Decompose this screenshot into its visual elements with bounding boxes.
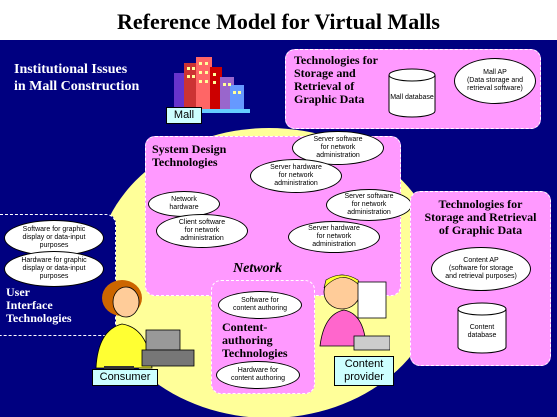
consumer-label: Consumer (92, 369, 158, 386)
bubble-line: for network (351, 201, 387, 208)
bubble-line: display or data-input (22, 265, 86, 272)
institutional-issues-heading: Institutional Issues in Mall Constructio… (14, 61, 139, 95)
bubble-line: display or data-input (22, 234, 86, 241)
mall-database-icon: Mall database (388, 68, 436, 118)
bubble-line: purposes (39, 242, 69, 249)
authoring-heading-line: Technologies (222, 346, 288, 360)
bubble-line: Mall AP (483, 69, 507, 76)
server-software-bubble-2: Server software for network administrati… (326, 189, 412, 221)
content-database-icon: Content database (457, 302, 507, 354)
server-hardware-bubble: Server hardware for network administrati… (250, 159, 342, 193)
bubble-line: Server hardware (270, 164, 322, 171)
mall-buildings-icon (170, 57, 250, 113)
bubble-line: retrieval software) (467, 85, 523, 92)
content-provider-figure-icon (319, 274, 390, 351)
bubble-line: Hardware for (237, 367, 279, 374)
storage-right-heading-line: Technologies for (438, 197, 523, 211)
storage-top-heading-line: Retrieval of (294, 79, 355, 93)
bubble-line: Software for graphic (22, 226, 86, 233)
institutional-line-1: Institutional Issues (14, 62, 128, 77)
bubble-line: Network (171, 196, 197, 203)
content-provider-label: Content provider (334, 356, 394, 386)
server-hardware-bubble-2: Server hardware for network administrati… (288, 221, 380, 253)
content-authoring-heading: Content- authoring Technologies (222, 321, 288, 360)
mall-label: Mall (166, 107, 202, 124)
bubble-line: content authoring (232, 305, 288, 312)
ui-heading-line: Technologies (6, 311, 72, 325)
bubble-line: for network (320, 144, 356, 151)
authoring-heading-line: Content- (222, 320, 268, 334)
bubble-line: hardware (169, 204, 199, 211)
system-design-heading-line: Technologies (152, 155, 218, 169)
bubble-line: Server software (344, 193, 394, 200)
bubble-line: (software for storage (448, 265, 514, 272)
ui-heading-line: User (6, 285, 30, 299)
system-design-heading-line: System Design (152, 142, 227, 156)
consumer-figure-icon (95, 280, 195, 376)
institutional-line-2: in Mall Construction (14, 79, 140, 94)
provider-label-line: provider (344, 371, 384, 383)
authoring-software-bubble: Software for content authoring (218, 291, 302, 319)
bubble-line: (Data storage and (466, 77, 524, 84)
bubble-line: administration (347, 209, 391, 216)
bubble-line: for network (184, 227, 220, 234)
page-title: Reference Model for Virtual Malls (117, 9, 440, 34)
bubble-line: and retrieval purposes) (445, 273, 517, 280)
bubble-line: administration (312, 241, 356, 248)
bubble-line: Server software (313, 136, 363, 143)
bubble-line: for network (316, 233, 352, 240)
bubble-line: administration (180, 235, 224, 242)
storage-right-heading-line: Storage and Retrieval (424, 210, 537, 224)
bubble-line: content authoring (230, 375, 286, 382)
content-authoring-box: Software for content authoring Content- … (211, 280, 315, 394)
storage-top-heading-line: Graphic Data (294, 92, 365, 106)
bubble-line: Server hardware (308, 225, 360, 232)
storage-top-heading-line: Storage and (294, 66, 356, 80)
provider-label-line: Content (344, 358, 384, 370)
network-label: Network (233, 261, 282, 276)
authoring-hardware-bubble: Hardware for content authoring (216, 361, 300, 389)
authoring-heading-line: authoring (222, 333, 273, 347)
content-ap-bubble: Content AP (software for storage and ret… (431, 247, 531, 291)
bubble-line: administration (316, 152, 360, 159)
bubble-line: Content AP (463, 257, 499, 264)
content-database-label: Content database (457, 324, 507, 340)
bubble-line: purposes (39, 273, 69, 280)
system-design-heading: System Design Technologies (152, 143, 226, 169)
client-software-bubble: Client software for network administrati… (156, 214, 248, 248)
storage-right-heading: Technologies for Storage and Retrieval o… (411, 198, 550, 237)
storage-right-box: Technologies for Storage and Retrieval o… (410, 191, 551, 366)
storage-top-box: Technologies for Storage and Retrieval o… (285, 49, 541, 129)
bubble-line: for network (278, 172, 314, 179)
ui-hardware-bubble: Hardware for graphic display or data-inp… (4, 251, 104, 287)
storage-top-heading: Technologies for Storage and Retrieval o… (294, 54, 378, 106)
bubble-line: Hardware for graphic (21, 257, 87, 264)
bubble-line: Software for (241, 297, 279, 304)
db-line: database (467, 332, 497, 339)
mall-ap-bubble: Mall AP (Data storage and retrieval soft… (454, 58, 536, 104)
storage-top-heading-line: Technologies for (294, 53, 378, 67)
db-line: Content (469, 324, 495, 331)
mall-database-label: Mall database (390, 94, 434, 101)
bubble-line: administration (274, 180, 318, 187)
ui-heading-line: Interface (6, 298, 53, 312)
network-hardware-bubble: Network hardware (148, 191, 220, 217)
bubble-line: Client software (178, 219, 226, 226)
storage-right-heading-line: of Graphic Data (438, 223, 523, 237)
ui-heading: User Interface Technologies (6, 286, 72, 325)
diagram-canvas: Institutional Issues in Mall Constructio… (0, 40, 557, 417)
system-design-box: System Design Technologies Server softwa… (145, 131, 412, 296)
